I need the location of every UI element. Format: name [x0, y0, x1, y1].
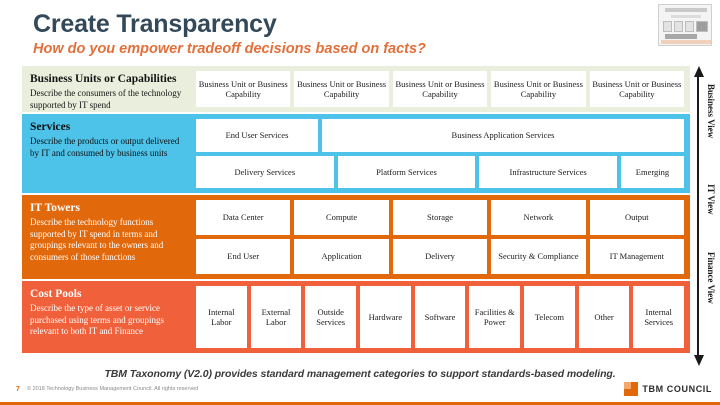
- view-axis: Business View IT View Finance View: [694, 66, 718, 366]
- axis-label-business-view: Business View: [706, 84, 716, 139]
- cell-row: Data Center Compute Storage Network Outp…: [196, 200, 685, 235]
- axis-label-finance-view: Finance View: [706, 252, 716, 304]
- taxonomy-cell[interactable]: Business Unit or Business Capability: [294, 71, 389, 107]
- band-it-towers: IT Towers Describe the technology functi…: [22, 195, 690, 279]
- taxonomy-cell[interactable]: Facilities & Power: [469, 286, 521, 348]
- taxonomy-cell[interactable]: Internal Labor: [196, 286, 247, 348]
- taxonomy-cell[interactable]: Business Unit or Business Capability: [196, 71, 291, 107]
- taxonomy-cell[interactable]: Emerging: [620, 155, 685, 188]
- cell-row: Internal Labor External Labor Outside Se…: [196, 286, 685, 348]
- band-services: Services Describe the products or output…: [22, 114, 690, 193]
- band-description: Describe the type of asset or service pu…: [30, 303, 164, 336]
- band-title: IT Towers: [30, 202, 80, 214]
- axis-line: [697, 76, 699, 356]
- band-description: Describe the products or output delivere…: [30, 136, 180, 158]
- band-title: Business Units or Capabilities: [30, 73, 177, 85]
- taxonomy-cell[interactable]: Telecom: [524, 286, 575, 348]
- taxonomy-cell[interactable]: Platform Services: [337, 155, 476, 188]
- cell-row: Business Unit or Business Capability Bus…: [196, 71, 685, 107]
- tbm-logo-icon: [624, 382, 639, 396]
- band-description: Describe the technology functions suppor…: [30, 217, 164, 262]
- cell-row: Delivery Services Platform Services Infr…: [196, 155, 685, 188]
- slide-thumbnail: [658, 4, 712, 46]
- arrow-up-icon: [694, 66, 704, 77]
- taxonomy-cell[interactable]: Business Unit or Business Capability: [491, 71, 586, 107]
- axis-label-it-view: IT View: [706, 184, 716, 215]
- footer-caption: TBM Taxonomy (V2.0) provides standard ma…: [104, 368, 616, 380]
- cell-row: End User Services Business Application S…: [196, 119, 684, 152]
- band-label-services: Services Describe the products or output…: [22, 114, 192, 193]
- bottom-accent-rule: [0, 402, 720, 405]
- logo-text: TBM COUNCIL: [642, 384, 712, 394]
- band-cost-pools: Cost Pools Describe the type of asset or…: [22, 281, 690, 353]
- taxonomy-cell[interactable]: Other: [578, 286, 630, 348]
- band-label-business-units: Business Units or Capabilities Describe …: [22, 66, 192, 112]
- slide-header: Create Transparency How do you empower t…: [0, 0, 720, 62]
- taxonomy-cell[interactable]: Infrastructure Services: [479, 155, 617, 188]
- taxonomy-cell[interactable]: Output: [589, 200, 685, 235]
- taxonomy-cell[interactable]: Delivery Services: [196, 155, 334, 188]
- taxonomy-cell[interactable]: External Labor: [250, 286, 302, 348]
- taxonomy-cell[interactable]: Business Unit or Business Capability: [392, 71, 488, 107]
- taxonomy-cell[interactable]: Application: [294, 239, 389, 274]
- band-cells-services: End User Services Business Application S…: [192, 114, 690, 193]
- taxonomy-cell[interactable]: Network: [491, 200, 586, 235]
- band-cells-cost-pools: Internal Labor External Labor Outside Se…: [192, 281, 690, 353]
- band-business-units: Business Units or Capabilities Describe …: [22, 66, 690, 112]
- band-title: Cost Pools: [30, 288, 82, 300]
- band-label-cost-pools: Cost Pools Describe the type of asset or…: [22, 281, 192, 353]
- band-cells-it-towers: Data Center Compute Storage Network Outp…: [192, 195, 690, 279]
- band-description: Describe the consumers of the technology…: [30, 88, 182, 110]
- tbm-taxonomy-diagram: Business Units or Capabilities Describe …: [22, 66, 690, 364]
- tbm-council-logo: TBM COUNCIL: [624, 382, 712, 396]
- slide-number: 7: [16, 386, 20, 393]
- taxonomy-cell[interactable]: End User: [196, 239, 291, 274]
- taxonomy-cell[interactable]: Security & Compliance: [491, 239, 586, 274]
- copyright-text: © 2018 Technology Business Management Co…: [27, 386, 199, 392]
- taxonomy-cell[interactable]: Internal Services: [633, 286, 685, 348]
- taxonomy-cell[interactable]: End User Services: [196, 119, 318, 152]
- taxonomy-cell[interactable]: Data Center: [196, 200, 291, 235]
- band-cells-business-units: Business Unit or Business Capability Bus…: [192, 66, 690, 112]
- taxonomy-cell[interactable]: Business Application Services: [322, 119, 684, 152]
- band-label-it-towers: IT Towers Describe the technology functi…: [22, 195, 192, 279]
- page-subtitle: How do you empower tradeoff decisions ba…: [33, 41, 426, 57]
- page-title: Create Transparency: [33, 10, 277, 38]
- taxonomy-cell[interactable]: Software: [414, 286, 466, 348]
- arrow-down-icon: [694, 355, 704, 366]
- cell-row: End User Application Delivery Security &…: [196, 239, 685, 274]
- taxonomy-cell[interactable]: IT Management: [589, 239, 685, 274]
- taxonomy-cell[interactable]: Compute: [294, 200, 389, 235]
- band-title: Services: [30, 121, 71, 133]
- taxonomy-cell[interactable]: Storage: [392, 200, 488, 235]
- taxonomy-cell[interactable]: Business Unit or Business Capability: [589, 71, 685, 107]
- taxonomy-cell[interactable]: Hardware: [360, 286, 411, 348]
- taxonomy-cell[interactable]: Outside Services: [305, 286, 357, 348]
- taxonomy-cell[interactable]: Delivery: [392, 239, 488, 274]
